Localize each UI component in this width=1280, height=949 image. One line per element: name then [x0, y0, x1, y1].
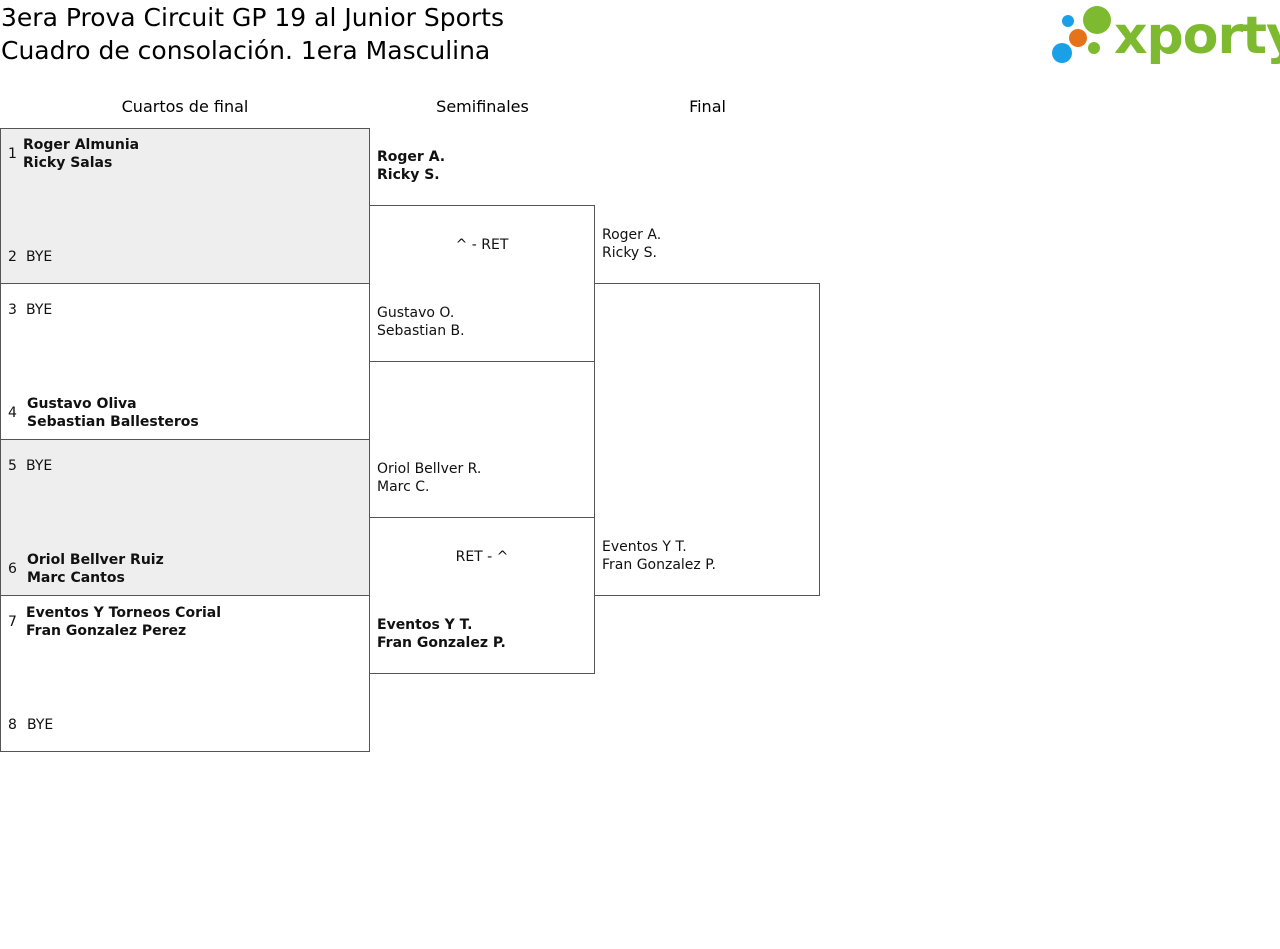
match-score: ^ - RET [455, 237, 509, 253]
logo-dot-blue [1052, 43, 1072, 63]
semifinalist-name[interactable]: Ricky S. [377, 167, 440, 183]
column-heading-final: Final [689, 97, 726, 116]
logo-dot-green [1083, 6, 1111, 34]
player-name: BYE [27, 717, 54, 733]
player-name[interactable]: Fran Gonzalez Perez [26, 623, 187, 639]
player-name: BYE [26, 458, 53, 474]
player-name[interactable]: Sebastian Ballesteros [27, 414, 199, 430]
column-heading-quarterfinals: Cuartos de final [121, 97, 249, 116]
semifinalist-name[interactable]: Fran Gonzalez P. [377, 635, 506, 651]
quarterfinal-match-3 [0, 439, 370, 596]
finalist-name[interactable]: Fran Gonzalez P. [602, 557, 716, 573]
player-name[interactable]: Marc Cantos [27, 570, 125, 586]
xporty-logo[interactable]: xporty [1052, 4, 1280, 66]
seed-number: 4 [8, 405, 17, 421]
finalist-name[interactable]: Ricky S. [602, 245, 657, 261]
player-name[interactable]: Gustavo Oliva [27, 396, 137, 412]
semifinalist-name[interactable]: Gustavo O. [377, 305, 455, 321]
player-name[interactable]: Oriol Bellver Ruiz [27, 552, 164, 568]
logo-wordmark: xporty [1114, 6, 1280, 66]
seed-number: 6 [8, 561, 17, 577]
semifinalist-name[interactable]: Oriol Bellver R. [377, 461, 482, 477]
logo-dot-small-blue [1062, 15, 1074, 27]
seed-number: 5 [8, 458, 17, 474]
finalist-name[interactable]: Eventos Y T. [602, 539, 687, 555]
final-match [594, 283, 820, 596]
match-score: RET - ^ [455, 549, 509, 565]
logo-dot-small-green [1088, 42, 1100, 54]
seed-number: 8 [8, 717, 17, 733]
semifinalist-name[interactable]: Roger A. [377, 149, 446, 165]
quarterfinal-match-1 [0, 128, 370, 284]
player-name: BYE [26, 302, 53, 318]
seed-number: 3 [8, 302, 17, 318]
column-heading-semifinals: Semifinales [436, 97, 529, 116]
seed-number: 7 [8, 614, 17, 630]
semifinalist-name[interactable]: Eventos Y T. [377, 617, 473, 633]
player-name[interactable]: Ricky Salas [23, 155, 113, 171]
finalist-name[interactable]: Roger A. [602, 227, 662, 243]
semifinalist-name[interactable]: Sebastian B. [377, 323, 465, 339]
seed-number: 2 [8, 249, 17, 265]
player-name[interactable]: Roger Almunia [23, 137, 140, 153]
seed-number: 1 [8, 146, 17, 162]
semifinalist-name[interactable]: Marc C. [377, 479, 430, 495]
draw-subtitle: Cuadro de consolación. 1era Masculina [1, 36, 491, 65]
logo-dot-orange [1069, 29, 1087, 47]
player-name: BYE [26, 249, 53, 265]
tournament-title: 3era Prova Circuit GP 19 al Junior Sport… [1, 3, 505, 32]
player-name[interactable]: Eventos Y Torneos Corial [26, 605, 222, 621]
